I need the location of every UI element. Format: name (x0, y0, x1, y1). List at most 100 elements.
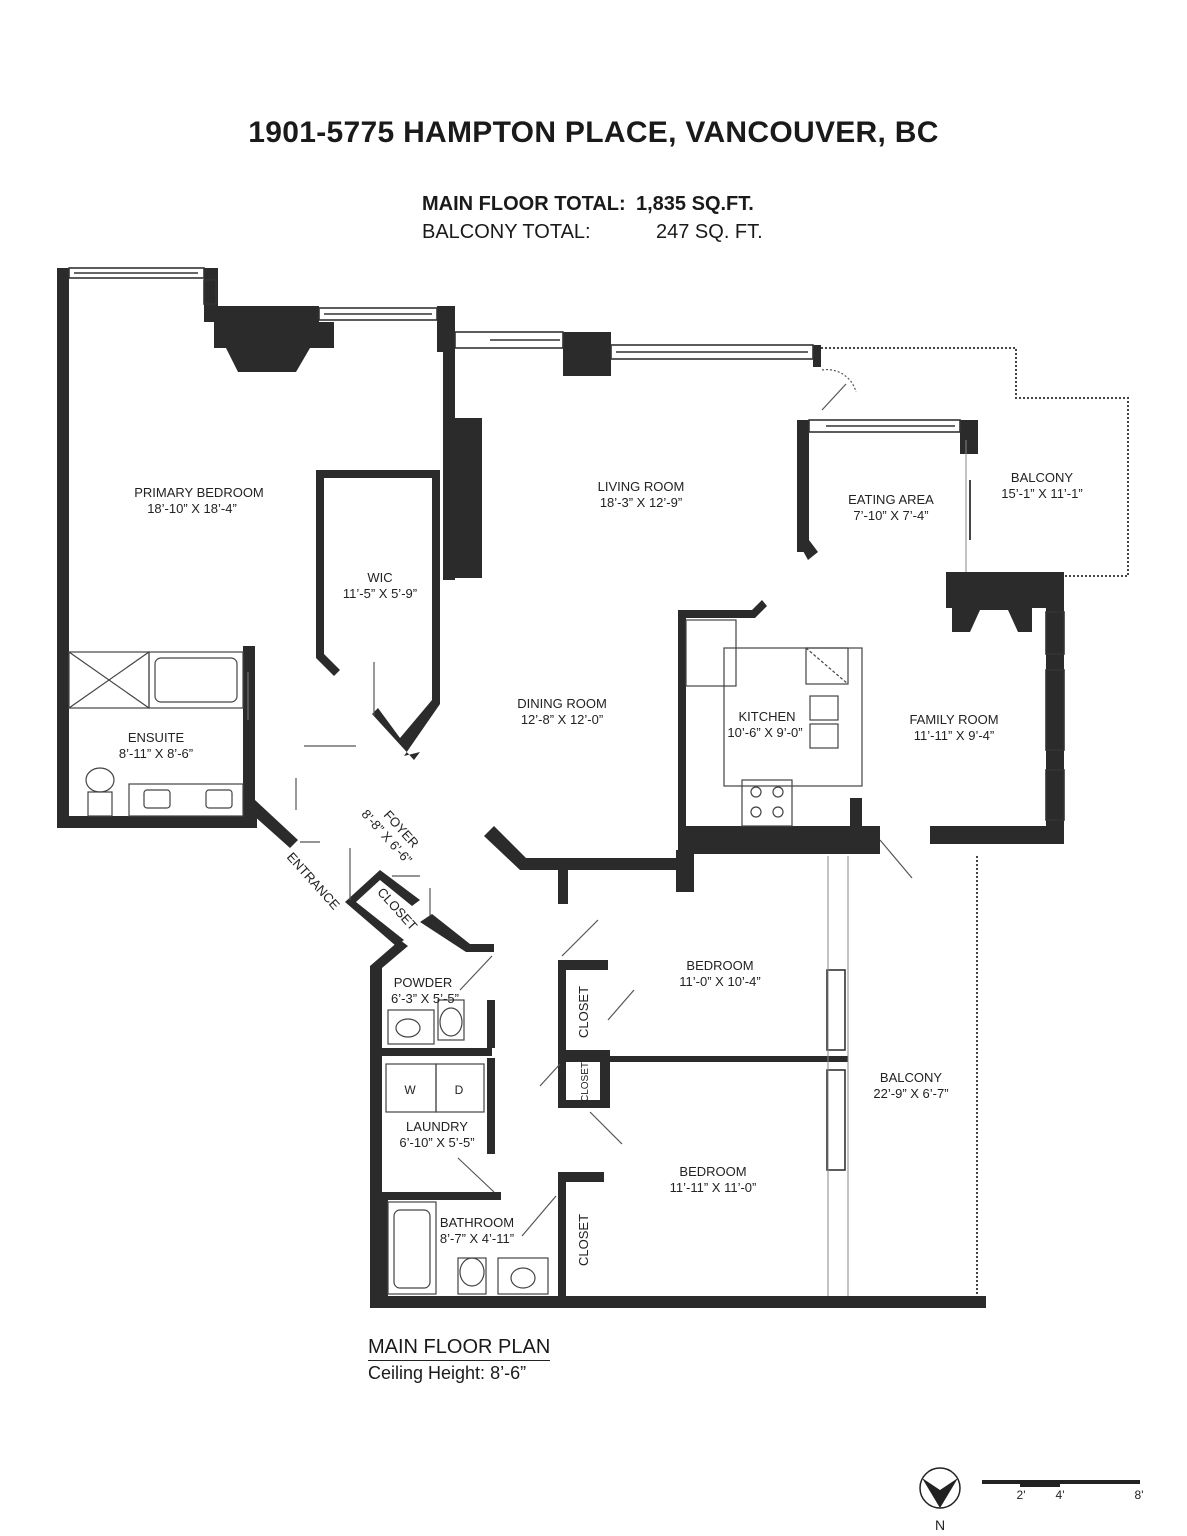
bedroom-2-dim: 11’-11” X 11’-0” (670, 1180, 757, 1195)
wall (797, 540, 818, 560)
dryer-label: D (455, 1083, 464, 1097)
column (563, 332, 611, 376)
scale-bar-segment (1020, 1480, 1060, 1487)
wic-label: WIC (367, 570, 392, 585)
kitchen-island (723, 647, 863, 787)
burner-icon (772, 786, 784, 798)
refrigerator (685, 619, 737, 687)
wall (204, 268, 218, 308)
bathroom-dim: 8’-7” X 4’-11” (440, 1231, 514, 1246)
sink-icon (205, 789, 233, 809)
door (521, 1195, 557, 1237)
wall (243, 646, 255, 826)
balcony-top-dim: 15’-1” X 11’-1” (1001, 486, 1082, 501)
door (561, 919, 599, 957)
wall (420, 914, 494, 952)
wall (487, 1000, 495, 1048)
address-title: 1901-5775 HAMPTON PLACE, VANCOUVER, BC (248, 116, 939, 149)
tub-bathroom (393, 1209, 431, 1289)
dishwasher (805, 647, 849, 685)
door (589, 1111, 623, 1145)
burner-icon (772, 806, 784, 818)
eating-area-label: EATING AREA (848, 492, 934, 507)
tub-ensuite (148, 651, 244, 709)
window (203, 279, 217, 305)
window (68, 267, 205, 279)
wall (376, 1200, 388, 1300)
bedroom-1-dim: 11’-0” X 10’-4” (679, 974, 760, 989)
toilet-icon (87, 791, 113, 817)
wall (376, 1048, 492, 1056)
closet-bedroom-2-label: CLOSET (576, 1214, 591, 1266)
area-totals: MAIN FLOOR TOTAL: 1,835 SQ.FT. BALCONY T… (422, 190, 763, 246)
wall (558, 1100, 610, 1108)
toilet-icon (437, 999, 465, 1041)
kitchen-label: KITCHEN (738, 709, 795, 724)
burner-icon (750, 806, 762, 818)
toilet-icon (439, 1007, 463, 1037)
wall (57, 268, 69, 828)
wall (204, 306, 319, 322)
door (821, 383, 847, 411)
ceiling-height: Ceiling Height: 8’-6” (368, 1363, 527, 1383)
closet-walls (345, 870, 420, 946)
wall (850, 798, 862, 828)
vanity-bathroom (497, 1257, 549, 1295)
family-room-dim: 11’-11” X 9’-4” (914, 728, 994, 743)
balcony-railing-top (821, 347, 1129, 577)
stove (741, 779, 793, 827)
window (826, 1069, 846, 1171)
tub-ensuite (154, 657, 238, 703)
wall (487, 1058, 495, 1154)
wall (558, 960, 608, 970)
wall (558, 1172, 566, 1302)
wall (678, 826, 880, 854)
closet-small-label: CLOSET (580, 1062, 591, 1102)
bedroom-1-label: BEDROOM (686, 958, 753, 973)
fixtures (68, 619, 863, 1295)
window (318, 307, 438, 321)
shower (68, 651, 150, 709)
wall (57, 816, 257, 828)
sink-icon (809, 695, 839, 721)
window (808, 419, 961, 433)
door-swings (247, 368, 913, 1237)
wall (558, 1050, 610, 1062)
wall (243, 790, 298, 848)
dining-room-dim: 12’-8” X 12’-0” (521, 712, 603, 727)
fireplace-family (952, 590, 1032, 632)
powder-dim: 6’-3” X 5’-5” (391, 991, 459, 1006)
dining-room-label: DINING ROOM (517, 696, 607, 711)
tub-bathroom (387, 1201, 437, 1295)
wall (676, 850, 694, 892)
toilet-icon (85, 767, 115, 793)
laundry-label: LAUNDRY (406, 1119, 468, 1134)
living-room-label: LIVING ROOM (598, 479, 685, 494)
ensuite-dim: 8’-11” X 8’-6” (119, 746, 193, 761)
laundry-dim: 6’-10” X 5’-5” (399, 1135, 474, 1150)
vanity-ensuite (128, 783, 244, 817)
wall (960, 420, 978, 454)
window (826, 969, 846, 1051)
wall (1046, 604, 1064, 826)
wall (57, 268, 69, 288)
dryer (435, 1063, 485, 1113)
media-wall (455, 418, 482, 578)
closet-bedroom-1-label: CLOSET (576, 986, 591, 1038)
wall (558, 1172, 604, 1182)
wall (370, 1296, 986, 1308)
wall (376, 1192, 501, 1200)
sink-icon (510, 1267, 536, 1289)
main-floor-total: MAIN FLOOR TOTAL: 1,835 SQ.FT. (422, 190, 763, 218)
balcony-total-value: 247 SQ. FT. (656, 221, 763, 243)
balcony-top-label: BALCONY (1011, 470, 1073, 485)
plan-title: MAIN FLOOR PLAN (368, 1336, 551, 1361)
ensuite-label: ENSUITE (128, 730, 185, 745)
scale-label-8: 8' (1135, 1488, 1144, 1502)
wic-dim: 11’-5” X 5’-9” (343, 586, 417, 601)
door (457, 1157, 495, 1193)
wall (797, 420, 809, 552)
door (607, 989, 635, 1021)
door-arc (821, 368, 857, 393)
